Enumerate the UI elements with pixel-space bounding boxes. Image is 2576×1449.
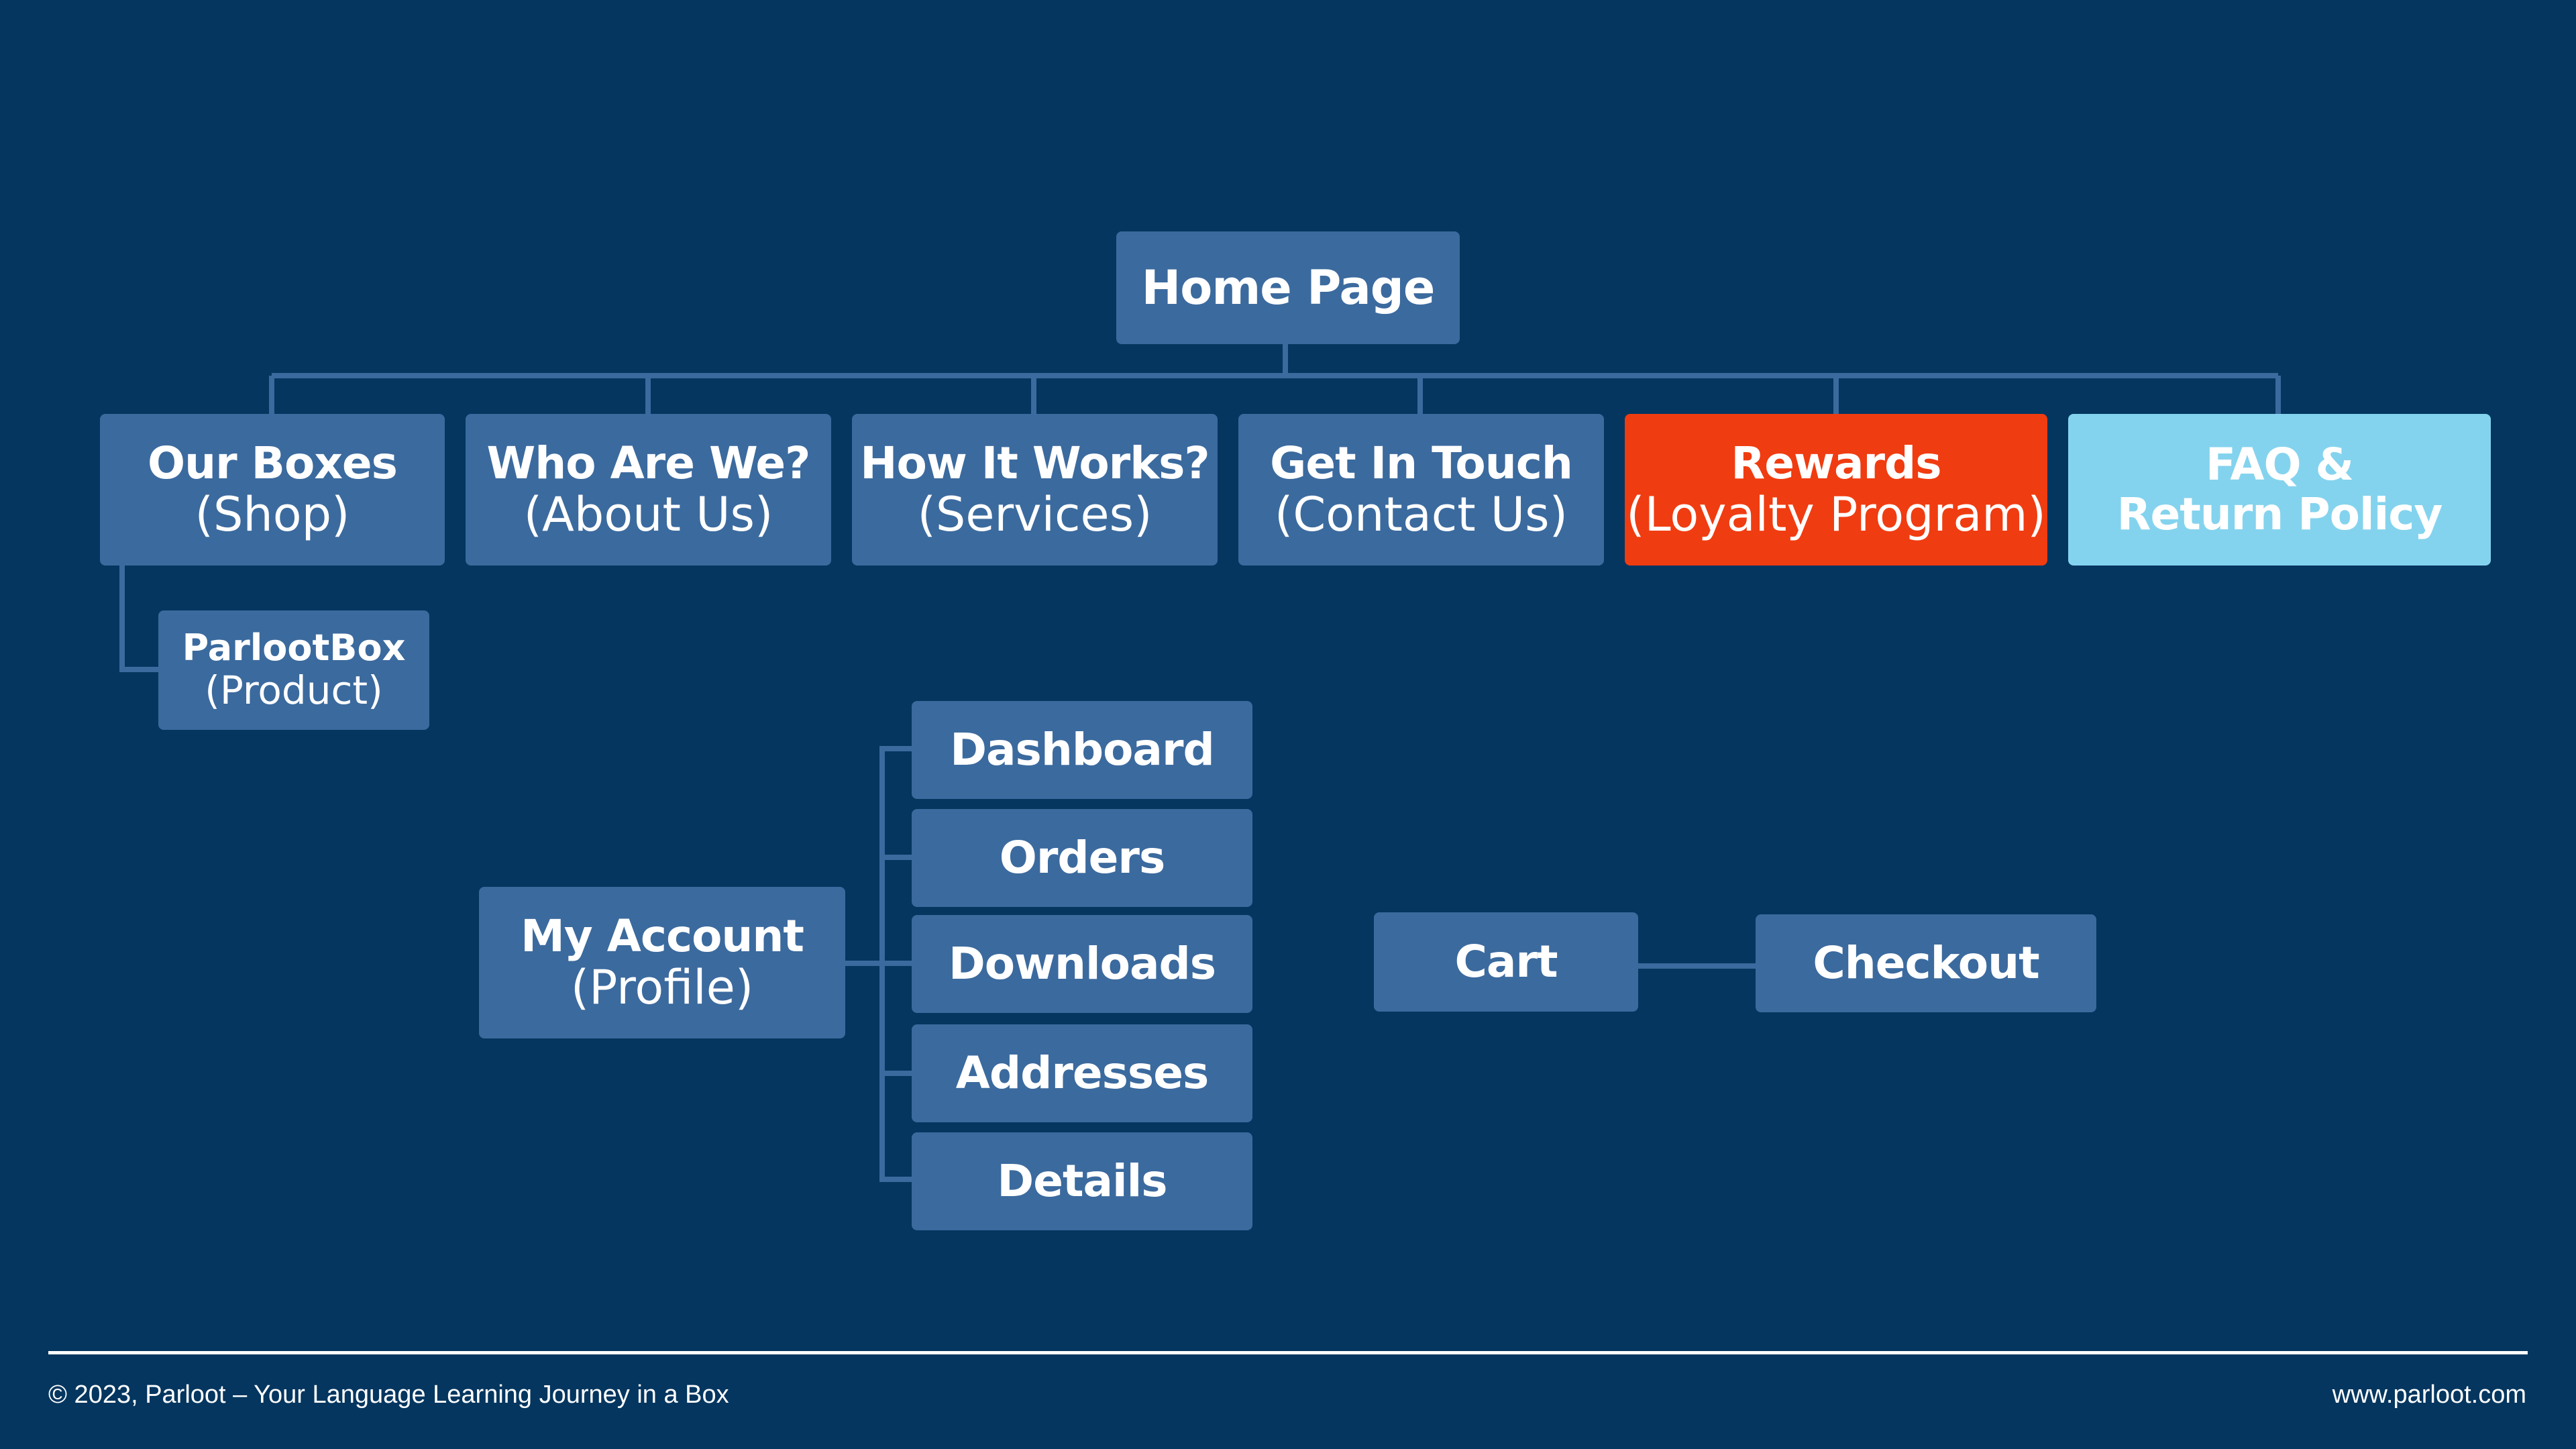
node-title: Details (997, 1155, 1167, 1208)
node-title: Home Page (1141, 260, 1436, 315)
node-title: Dashboard (950, 724, 1215, 776)
node-title: My Account (521, 910, 804, 962)
footer-copyright: © 2023, Parloot – Your Language Learning… (48, 1381, 729, 1409)
node-subtitle: (Loyalty Program) (1626, 486, 2046, 542)
addresses-node: Addresses (912, 1024, 1252, 1122)
node-subtitle: (Shop) (195, 486, 350, 542)
node-title: Get In Touch (1270, 437, 1573, 489)
node-subtitle: (Contact Us) (1275, 486, 1568, 542)
node-title: Who Are We? (486, 437, 811, 489)
cart-node: Cart (1374, 912, 1638, 1012)
node-title: How It Works? (860, 437, 1210, 489)
home-page-node: Home Page (1116, 231, 1460, 344)
dashboard-node: Dashboard (912, 701, 1252, 799)
node-title: Our Boxes (148, 437, 398, 489)
node-title: Cart (1454, 936, 1558, 988)
node-subtitle: (Services) (917, 486, 1152, 542)
node-title: ParlootBox (182, 627, 406, 669)
orders-node: Orders (912, 809, 1252, 907)
node-title: Addresses (955, 1047, 1209, 1099)
shop-node: Our Boxes (Shop) (100, 414, 445, 566)
services-node: How It Works? (Services) (852, 414, 1218, 566)
node-title: Rewards (1731, 437, 1941, 489)
about-us-node: Who Are We? (About Us) (466, 414, 831, 566)
contact-us-node: Get In Touch (Contact Us) (1238, 414, 1604, 566)
product-node: ParlootBox (Product) (158, 610, 429, 730)
details-node: Details (912, 1132, 1252, 1230)
my-account-node: My Account (Profile) (479, 887, 845, 1038)
rewards-node: Rewards (Loyalty Program) (1625, 414, 2047, 566)
node-subtitle: (Profile) (570, 959, 754, 1015)
node-title: Checkout (1813, 937, 2039, 989)
node-subtitle: (About Us) (523, 486, 773, 542)
node-title: Downloads (948, 938, 1216, 990)
footer-divider (48, 1351, 2528, 1354)
checkout-node: Checkout (1756, 914, 2096, 1012)
footer-website-link[interactable]: www.parloot.com (2332, 1381, 2526, 1409)
faq-node: FAQ & Return Policy (2068, 414, 2491, 566)
downloads-node: Downloads (912, 915, 1252, 1013)
node-subtitle: (Product) (205, 667, 383, 713)
node-title: FAQ & (2205, 439, 2354, 491)
node-title-line-2: Return Policy (2116, 488, 2443, 540)
node-title: Orders (999, 832, 1165, 884)
